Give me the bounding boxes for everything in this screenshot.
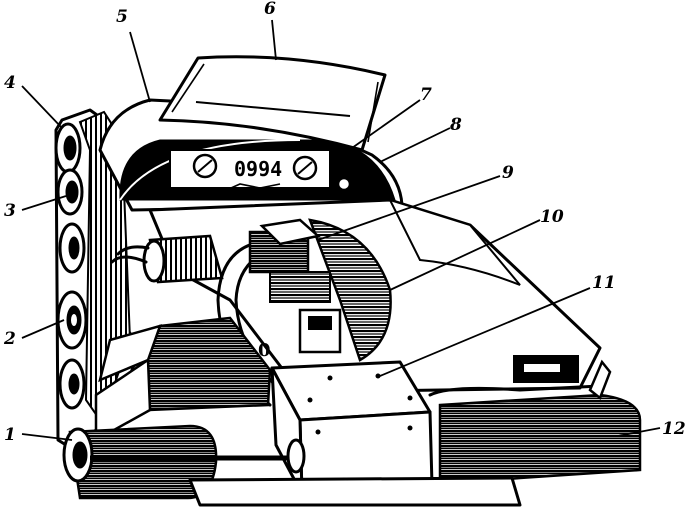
callout-12: 12 <box>662 419 686 439</box>
glass-screen <box>158 55 387 152</box>
front-control-box <box>270 360 434 496</box>
leader-lines <box>21 19 661 441</box>
callout-3: 3 <box>4 201 16 221</box>
track-roller-2 <box>56 290 88 350</box>
callout-10: 10 <box>540 207 564 227</box>
callout-8: 8 <box>449 115 462 135</box>
track-roller-mid <box>58 222 86 274</box>
small-switch-box <box>298 308 342 354</box>
callout-1: 1 <box>4 425 16 445</box>
cylinder-body <box>110 234 224 284</box>
gauge-panel: 0994 <box>169 149 352 193</box>
callout-9: 9 <box>502 163 514 183</box>
base-plate <box>188 476 522 507</box>
lower-track-12 <box>428 359 642 487</box>
side-mark-label: 0 <box>258 340 271 361</box>
callout-labels: 1 2 3 4 5 6 7 8 9 10 11 12 <box>3 0 686 445</box>
coil-block <box>248 218 331 303</box>
lower-roller-1 <box>62 424 306 500</box>
gauge-right-icon <box>292 155 318 181</box>
callout-11: 11 <box>592 273 616 293</box>
gauge-left-icon <box>192 153 218 179</box>
callout-5: 5 <box>116 7 128 27</box>
callout-7: 7 <box>420 85 432 105</box>
callout-4: 4 <box>4 73 16 93</box>
side-panel-window <box>513 355 579 383</box>
callout-2: 2 <box>3 329 16 349</box>
machine-frame <box>148 198 602 407</box>
gauge-counter-text: 0994 <box>234 157 282 181</box>
lower-left-support <box>94 316 272 443</box>
track-roller-low <box>58 358 86 410</box>
callout-6: 6 <box>264 0 276 19</box>
track-roller-top <box>54 122 82 174</box>
track-roller-3 <box>56 168 84 216</box>
